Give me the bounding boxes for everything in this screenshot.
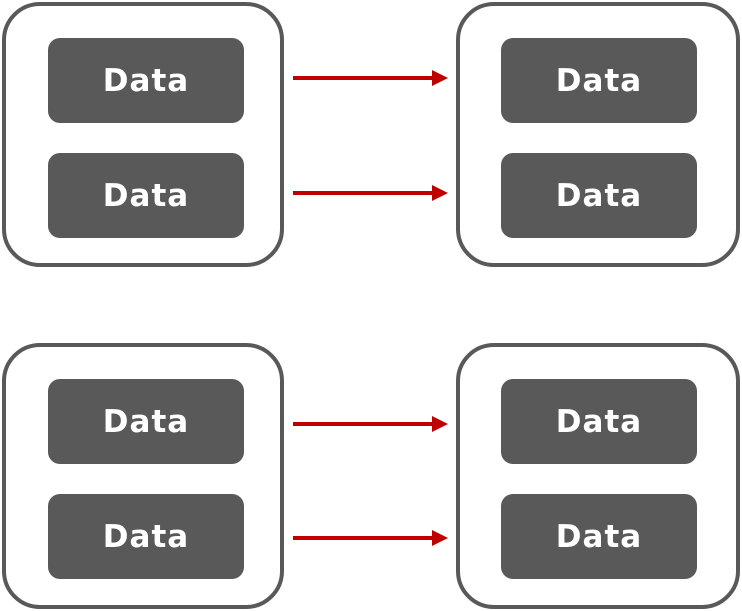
group-2-source-container: Data Data (2, 343, 284, 609)
group-1-arrow-1 (293, 70, 448, 86)
group-2-target-data-1: Data (501, 379, 697, 464)
group-2-target-data-2: Data (501, 494, 697, 579)
group-2-arrow-1 (293, 416, 448, 432)
group-2-source-data-1: Data (48, 379, 244, 464)
group-2-target-container: Data Data (456, 343, 740, 609)
group-1-source-data-1: Data (48, 38, 244, 123)
group-1-source-container: Data Data (2, 2, 284, 267)
group-1-target-data-2: Data (501, 153, 697, 238)
group-1-target-container: Data Data (456, 2, 740, 267)
group-2-source-data-2: Data (48, 494, 244, 579)
group-1-source-data-2: Data (48, 153, 244, 238)
group-2-arrow-2 (293, 530, 448, 546)
group-1-target-data-1: Data (501, 38, 697, 123)
group-1-arrow-2 (293, 185, 448, 201)
